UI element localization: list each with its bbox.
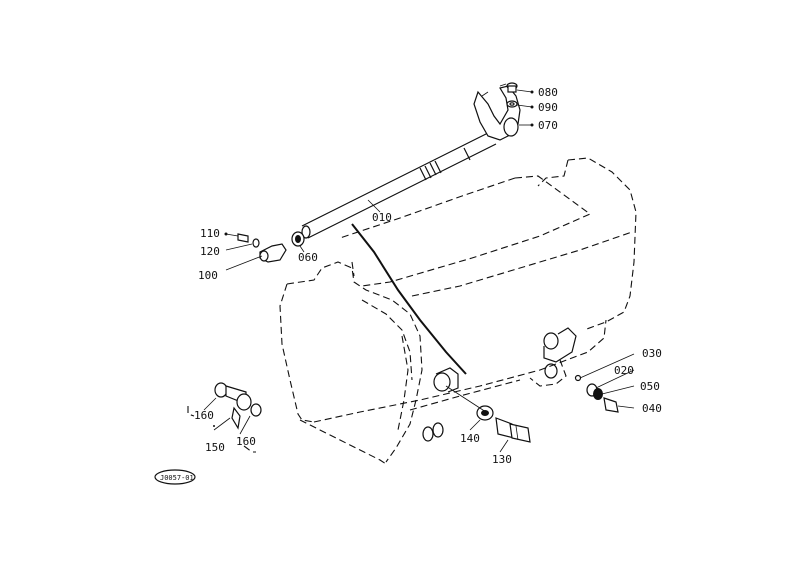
arm-assembly-150 xyxy=(187,382,262,453)
label-160-left: 160 xyxy=(194,409,214,422)
washer-090 xyxy=(506,100,534,109)
bore-boss xyxy=(435,367,459,393)
label-030: 030 xyxy=(642,347,662,360)
plug-bolt-130 xyxy=(495,417,531,453)
bolt-110 xyxy=(224,232,249,243)
label-090: 090 xyxy=(538,101,558,114)
detent-parts xyxy=(574,353,635,413)
label-150: 150 xyxy=(205,441,225,454)
assembly-line xyxy=(351,223,467,375)
leader-070-dot xyxy=(530,123,534,127)
label-070: 070 xyxy=(538,119,558,132)
label-020: 020 xyxy=(614,364,634,377)
label-060: 060 xyxy=(298,251,318,264)
reference-code: J0057-01 xyxy=(160,474,194,482)
reference-stamp xyxy=(154,469,196,485)
label-130: 130 xyxy=(492,453,512,466)
seal-140 xyxy=(469,405,494,431)
shift-rod-010 xyxy=(301,131,497,239)
housing-bore xyxy=(433,372,451,392)
oil-seal-060 xyxy=(291,231,305,253)
label-050: 050 xyxy=(640,380,660,393)
label-010: 010 xyxy=(372,211,392,224)
label-160-right: 160 xyxy=(236,435,256,448)
label-120: 120 xyxy=(200,245,220,258)
shift-fork-070 xyxy=(473,83,521,141)
label-100: 100 xyxy=(198,269,218,282)
label-080: 080 xyxy=(538,86,558,99)
label-040: 040 xyxy=(642,402,662,415)
shift-arm-100 xyxy=(225,243,287,271)
label-140: 140 xyxy=(460,432,480,445)
transmission-housing xyxy=(279,157,637,465)
label-110: 110 xyxy=(200,227,220,240)
bolt-080 xyxy=(506,82,534,94)
bore-axis xyxy=(445,385,487,413)
washer-120 xyxy=(225,238,260,251)
